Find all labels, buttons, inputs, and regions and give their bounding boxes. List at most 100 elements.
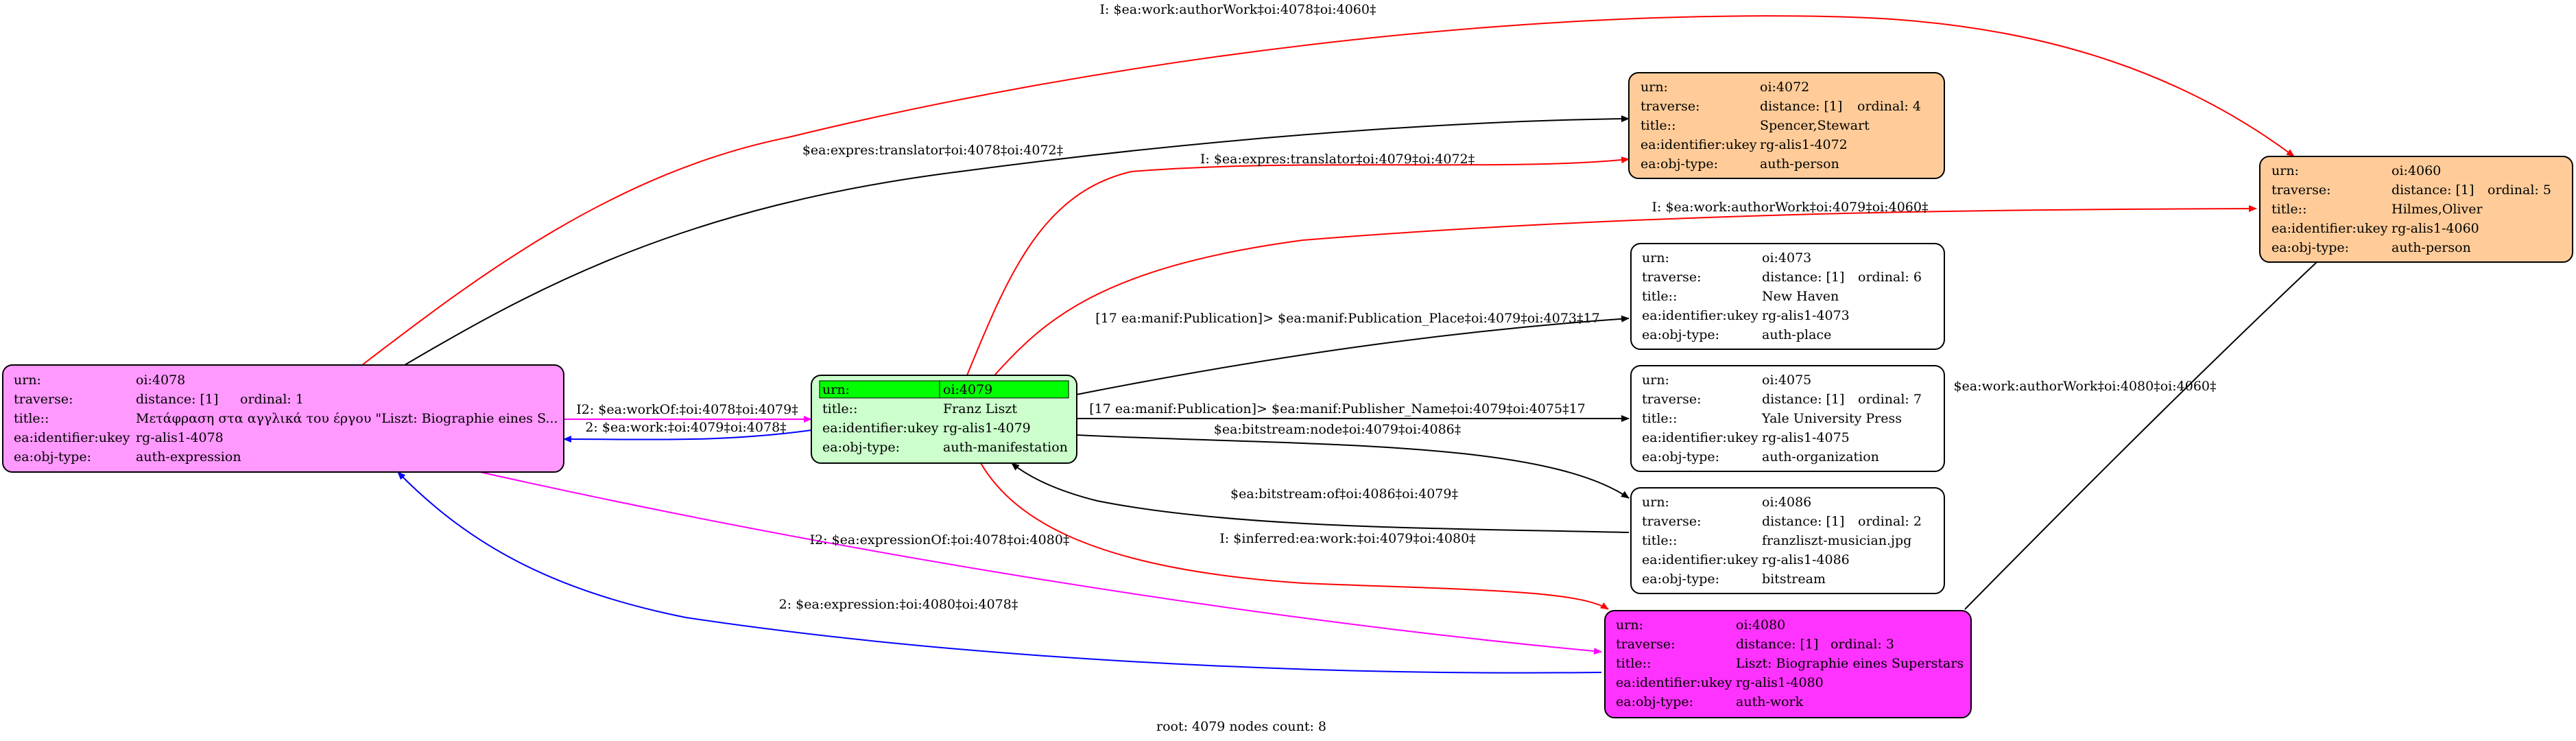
node-ordinal: ordinal: 5	[2488, 183, 2551, 198]
edge-bitstream-of-4086-4079: $ea:bitstream:of‡oi:4086‡oi:4079‡	[1011, 462, 1630, 533]
edge-workof-4078-4079: I2: $ea:workOf:‡oi:4078‡oi:4079‡	[564, 402, 812, 423]
node-identifier: rg-alis1-4086	[1762, 552, 1850, 567]
node-4086[interactable]: urn: oi:4086 traverse: distance: [1] ord…	[1630, 487, 1945, 594]
node-identifier: rg-alis1-4072	[1760, 137, 1848, 152]
edge-label: $ea:bitstream:node‡oi:4079‡oi:4086‡	[1214, 422, 1462, 437]
field-label-title: title::	[1642, 533, 1677, 548]
node-title: Μετάφραση στα αγγλικά του έργου "Liszt: …	[136, 411, 558, 426]
field-label-objtype: ea:obj-type:	[822, 440, 900, 455]
field-label-title: title::	[822, 401, 857, 416]
root-highlight-bar	[819, 380, 1069, 399]
field-label-identifier: ea:identifier:ukey	[1642, 308, 1758, 323]
node-urn: oi:4072	[1760, 80, 1809, 95]
edge-publication-place-4079-4073: [17 ea:manif:Publication]> $ea:manif:Pub…	[1076, 311, 1630, 395]
field-label-urn: urn:	[1616, 618, 1643, 633]
edge-authorwork-4080-4060: $ea:work:authorWork‡oi:4080‡oi:4060‡	[1953, 212, 2370, 610]
node-identifier: rg-alis1-4073	[1762, 308, 1850, 323]
node-title: Hilmes,Oliver	[2392, 202, 2483, 217]
node-objtype: auth-manifestation	[943, 440, 1068, 455]
edge-publisher-name-4079-4075: [17 ea:manif:Publication]> $ea:manif:Pub…	[1077, 401, 1630, 422]
field-label-traverse: traverse:	[14, 392, 73, 407]
node-urn: oi:4079	[943, 382, 992, 397]
edge-label: [17 ea:manif:Publication]> $ea:manif:Pub…	[1095, 311, 1599, 326]
node-objtype: auth-organization	[1762, 449, 1879, 464]
node-title: Yale University Press	[1761, 411, 1902, 426]
field-label-title: title::	[2271, 202, 2306, 217]
field-label-objtype: ea:obj-type:	[1616, 694, 1693, 709]
node-title: New Haven	[1762, 289, 1839, 304]
node-4060[interactable]: urn: oi:4060 traverse: distance: [1] ord…	[2259, 156, 2573, 263]
node-identifier: rg-alis1-4080	[1736, 675, 1824, 690]
node-title: franzliszt-musician.jpg	[1762, 533, 1911, 548]
node-distance: distance: [1]	[1760, 99, 1842, 114]
node-ordinal: ordinal: 7	[1858, 392, 1922, 407]
field-label-title: title::	[1616, 656, 1651, 671]
edge-label: I: $ea:work:authorWork‡oi:4078‡oi:4060‡	[1100, 2, 1376, 17]
field-label-urn: urn:	[1642, 495, 1669, 510]
field-label-objtype: ea:obj-type:	[1641, 156, 1718, 172]
node-ordinal: ordinal: 1	[240, 392, 304, 407]
field-label-title: title::	[14, 411, 49, 426]
edge-authorwork-4078-4060: I: $ea:work:authorWork‡oi:4078‡oi:4060‡	[361, 2, 2295, 366]
node-identifier: rg-alis1-4079	[943, 421, 1031, 436]
edge-translator-4079-4072: I: $ea:expres:translator‡oi:4079‡oi:4072…	[966, 152, 1630, 376]
field-label-urn: urn:	[1641, 80, 1668, 95]
edge-label: 2: $ea:expression:‡oi:4080‡oi:4078‡	[779, 597, 1018, 612]
field-label-objtype: ea:obj-type:	[1642, 327, 1719, 342]
node-ordinal: ordinal: 2	[1858, 514, 1922, 529]
field-label-title: title::	[1641, 118, 1675, 133]
edge-label: I: $inferred:ea:work:‡oi:4079‡oi:4080‡	[1219, 531, 1475, 546]
node-identifier: rg-alis1-4060	[2392, 221, 2479, 236]
field-label-urn: urn:	[14, 373, 41, 388]
edge-inferred-work-4079-4080: I: $inferred:ea:work:‡oi:4079‡oi:4080‡	[980, 462, 1609, 610]
graph-footer: root: 4079 nodes count: 8	[1156, 719, 1326, 734]
node-urn: oi:4073	[1762, 250, 1811, 266]
node-4079[interactable]: urn: oi:4079 title:: Franz Liszt ea:iden…	[811, 375, 1077, 464]
field-label-identifier: ea:identifier:ukey	[2271, 221, 2388, 236]
field-label-traverse: traverse:	[2271, 183, 2331, 198]
node-4080[interactable]: urn: oi:4080 traverse: distance: [1] ord…	[1604, 610, 1972, 718]
node-identifier: rg-alis1-4075	[1762, 430, 1850, 445]
field-label-urn: urn:	[822, 382, 850, 397]
node-4072[interactable]: urn: oi:4072 traverse: distance: [1] ord…	[1628, 72, 1945, 179]
node-urn: oi:4060	[2392, 163, 2441, 178]
node-urn: oi:4080	[1736, 618, 1785, 633]
field-label-identifier: ea:identifier:ukey	[14, 430, 130, 445]
edge-label: I2: $ea:expressionOf:‡oi:4078‡oi:4080‡	[810, 532, 1070, 548]
edge-label: I: $ea:work:authorWork‡oi:4079‡oi:4060‡	[1652, 200, 1929, 215]
field-label-traverse: traverse:	[1641, 99, 1700, 114]
field-label-identifier: ea:identifier:ukey	[1616, 675, 1732, 690]
node-urn: oi:4078	[136, 373, 185, 388]
node-urn: oi:4075	[1762, 373, 1811, 388]
node-urn: oi:4086	[1762, 495, 1811, 510]
node-distance: distance: [1]	[1762, 270, 1844, 285]
node-objtype: auth-person	[2392, 240, 2471, 255]
edge-bitstream-node-4079-4086: $ea:bitstream:node‡oi:4079‡oi:4086‡	[1076, 422, 1630, 499]
node-distance: distance: [1]	[1762, 392, 1844, 407]
field-label-traverse: traverse:	[1642, 392, 1702, 407]
node-ordinal: ordinal: 3	[1830, 637, 1894, 652]
node-objtype: auth-work	[1736, 694, 1804, 709]
edge-expression-4080-4078: 2: $ea:expression:‡oi:4080‡oi:4078‡	[397, 471, 1602, 674]
node-title: Spencer,Stewart	[1760, 118, 1870, 133]
node-title: Franz Liszt	[943, 401, 1017, 416]
edge-label: I2: $ea:workOf:‡oi:4078‡oi:4079‡	[576, 402, 798, 417]
field-label-title: title::	[1642, 411, 1677, 426]
edge-label: $ea:work:authorWork‡oi:4080‡oi:4060‡	[1953, 379, 2216, 394]
field-label-objtype: ea:obj-type:	[1642, 572, 1719, 587]
field-label-title: title::	[1642, 289, 1677, 304]
field-label-urn: urn:	[1642, 250, 1669, 266]
node-4075[interactable]: urn: oi:4075 traverse: distance: [1] ord…	[1630, 365, 1945, 472]
node-4078[interactable]: urn: oi:4078 traverse: distance: [1] ord…	[2, 364, 564, 473]
field-label-identifier: ea:identifier:ukey	[1642, 430, 1758, 445]
edge-label: $ea:bitstream:of‡oi:4086‡oi:4079‡	[1230, 486, 1458, 502]
node-title: Liszt: Biographie eines Superstars	[1736, 656, 1964, 671]
node-objtype: bitstream	[1762, 572, 1826, 587]
node-objtype: auth-expression	[136, 449, 241, 464]
node-4073[interactable]: urn: oi:4073 traverse: distance: [1] ord…	[1630, 243, 1945, 350]
node-ordinal: ordinal: 4	[1857, 99, 1921, 114]
edge-label: I: $ea:expres:translator‡oi:4079‡oi:4072…	[1200, 152, 1475, 167]
field-label-traverse: traverse:	[1642, 270, 1702, 285]
edge-label: 2: $ea:work:‡oi:4079‡oi:4078‡	[585, 420, 786, 435]
